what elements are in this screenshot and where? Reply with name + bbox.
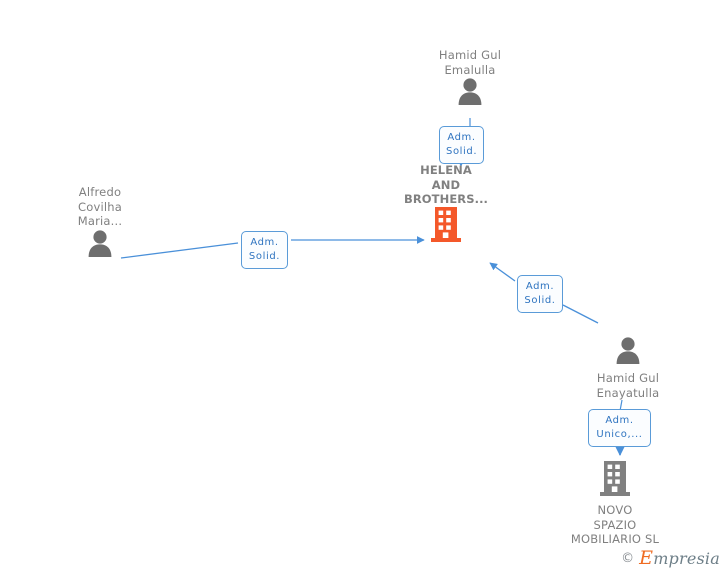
edge-label-enayatulla-helena[interactable]: Adm. Solid. — [517, 275, 563, 313]
edge-label-alfredo-helena[interactable]: Adm. Solid. — [241, 231, 288, 269]
person-icon — [613, 336, 643, 368]
brand-initial: E — [639, 547, 654, 569]
copyright-icon: © — [621, 550, 635, 566]
node-hamid-gul-enayatulla[interactable]: Hamid Gul Enayatulla — [563, 336, 693, 400]
edge-label-emalulla-helena[interactable]: Adm. Solid. — [439, 126, 484, 164]
brand-rest: mpresia — [653, 549, 720, 568]
person-icon — [85, 229, 115, 261]
brand-name: Empresia — [639, 547, 720, 569]
node-hamid-gul-emalulla[interactable]: Hamid Gul Emalulla — [405, 48, 535, 109]
node-label-novo-spazio-mobiliario-sl: NOVO SPAZIO MOBILIARIO SL — [570, 503, 660, 546]
company-icon — [599, 461, 631, 500]
node-alfredo-covilha-maria[interactable]: Alfredo Covilha Maria... — [35, 185, 165, 261]
node-novo-spazio-mobiliario-sl[interactable]: NOVO SPAZIO MOBILIARIO SL — [550, 461, 680, 547]
node-label-alfredo-covilha-maria: Alfredo Covilha Maria... — [77, 185, 123, 228]
company-icon — [430, 206, 462, 246]
node-label-hamid-gul-emalulla: Hamid Gul Emalulla — [438, 48, 502, 77]
node-label-hamid-gul-enayatulla: Hamid Gul Enayatulla — [596, 371, 660, 400]
edge-line-enayatulla-helena-lower — [562, 304, 599, 324]
person-icon — [455, 77, 485, 109]
watermark: © Empresia — [621, 547, 720, 569]
node-helena-and-brothers[interactable]: HELENA AND BROTHERS... — [381, 163, 511, 246]
edge-line-enayatulla-helena-upper — [489, 262, 516, 282]
edge-label-enayatulla-novo[interactable]: Adm. Unico,... — [588, 409, 651, 447]
node-label-helena-and-brothers: HELENA AND BROTHERS... — [403, 163, 489, 206]
